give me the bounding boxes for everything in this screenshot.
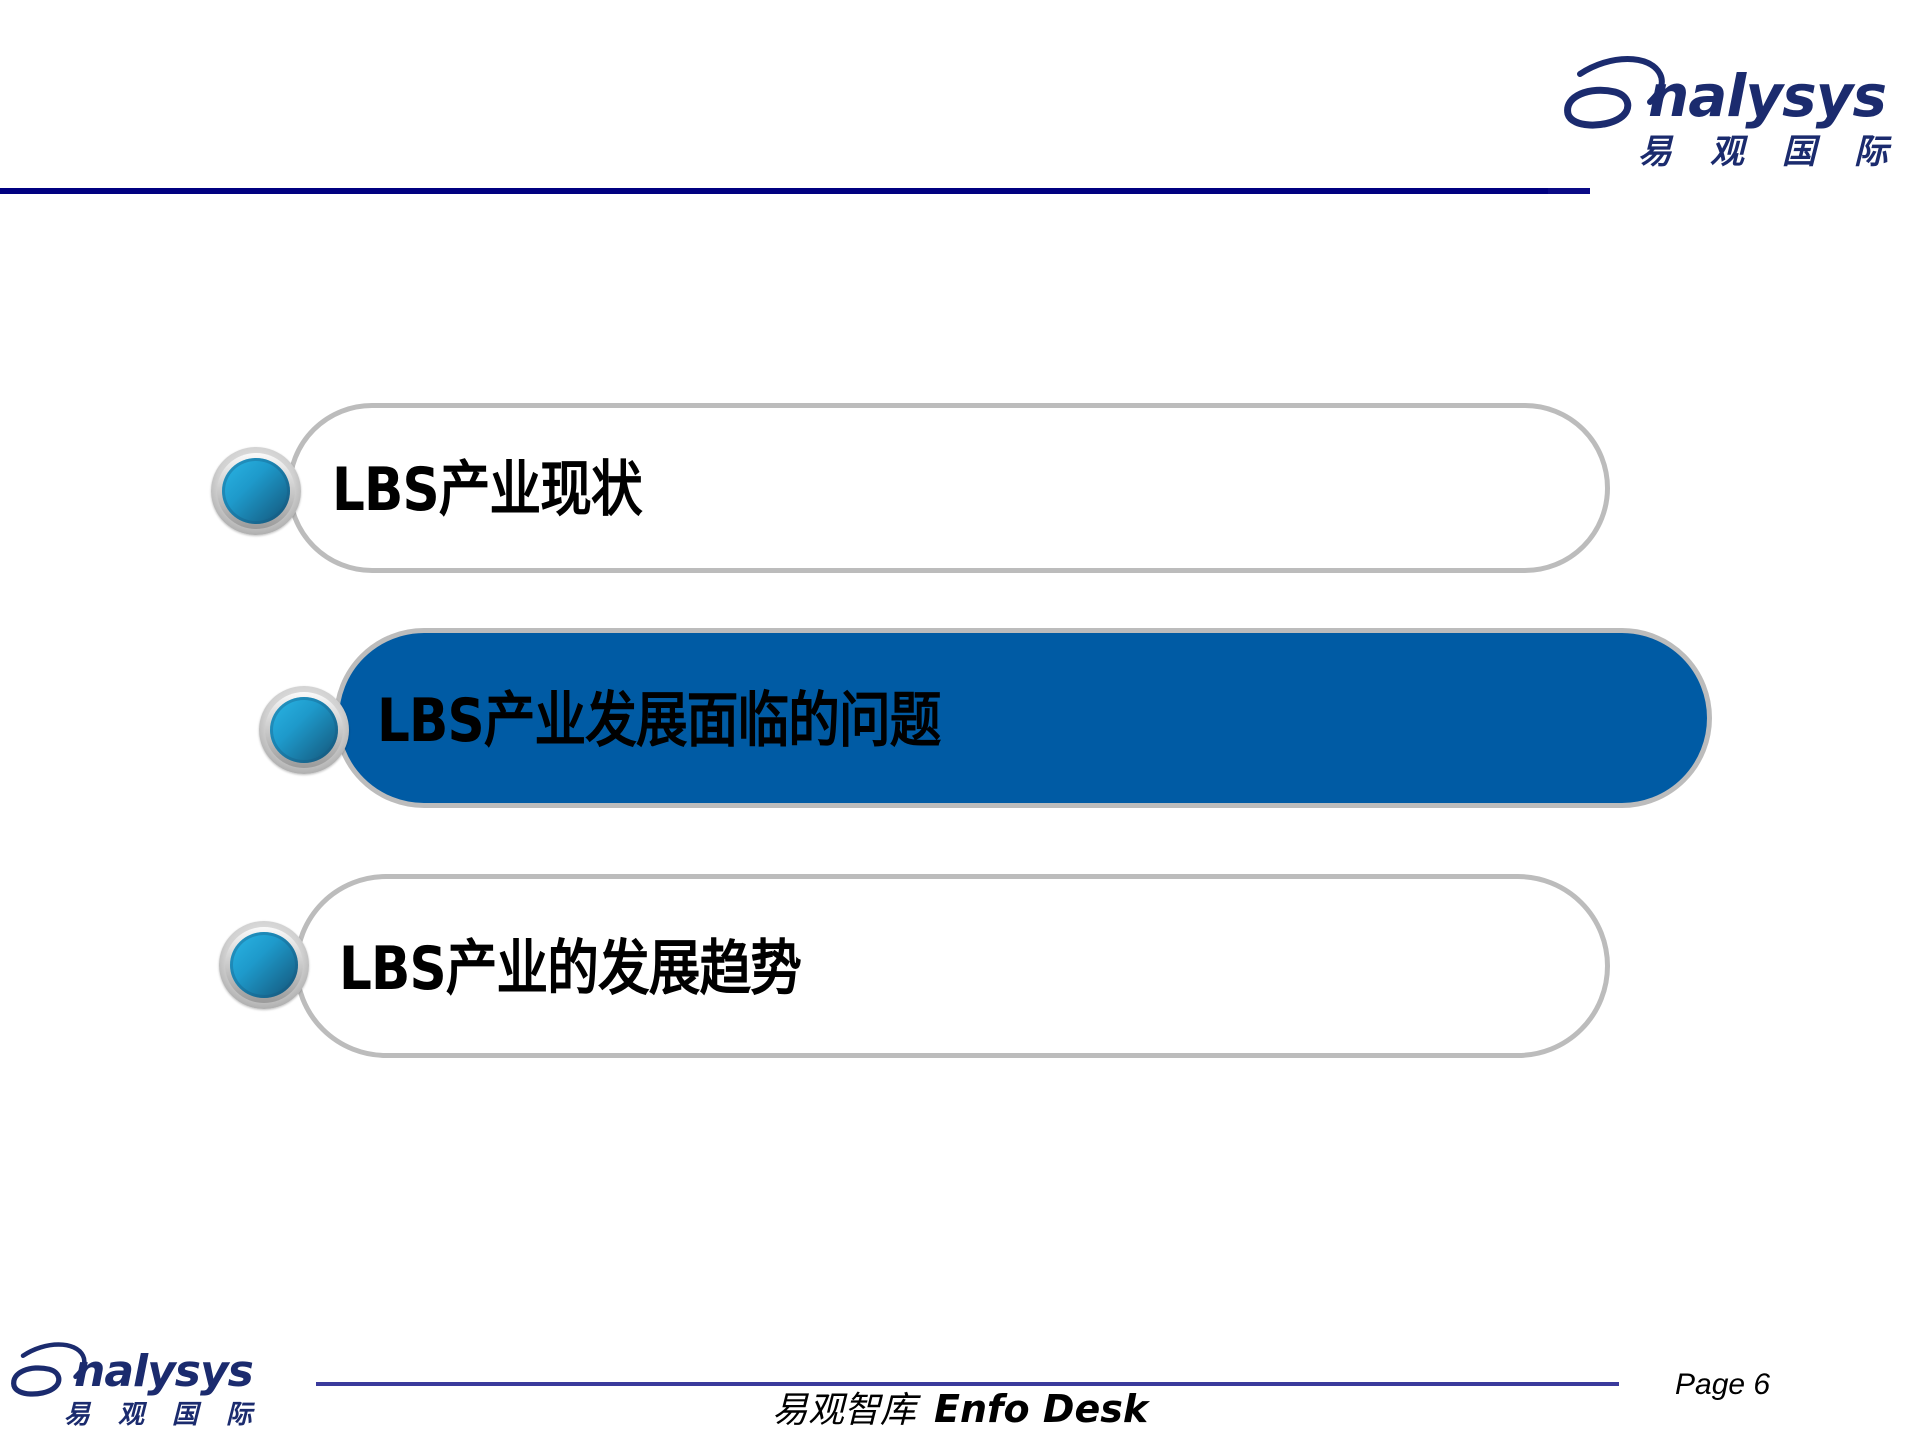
logo-chinese-name: 易观国际 [1638,132,1919,172]
blue-orb-bullet-icon [259,686,349,774]
agenda-item-label: LBS产业现状 [332,455,643,525]
agenda-item-lbs-status[interactable]: LBS产业现状 [287,403,1610,573]
footer-rule [316,1382,1619,1386]
agenda-item-label: LBS产业发展面临的问题 [377,686,941,756]
analysys-swoosh-a-icon [11,1342,87,1397]
logo-wordmark: nalysys [1648,62,1887,130]
agenda-item-lbs-trends[interactable]: LBS产业的发展趋势 [294,874,1610,1058]
logo-wordmark: nalysys [74,1346,254,1397]
analysys-swoosh-a-icon [1564,56,1665,129]
blue-orb-bullet-icon [219,921,309,1009]
footer-product-title: 易观智库 Enfo Desk [772,1390,1148,1429]
footer-product-en: Enfo Desk [934,1387,1149,1431]
header-rule [0,188,1590,194]
header-logo: nalysys 易观国际 [1560,52,1890,172]
page-number: Page 6 [1675,1368,1771,1401]
agenda-item-label: LBS产业的发展趋势 [339,934,802,1004]
logo-chinese-name: 易观国际 [64,1400,281,1430]
blue-orb-bullet-icon [211,447,301,535]
footer-logo: nalysys 易观国际 [8,1338,258,1430]
footer-product-cn: 易观智库 [772,1390,917,1431]
agenda-item-lbs-problems[interactable]: LBS产业发展面临的问题 [334,628,1712,808]
